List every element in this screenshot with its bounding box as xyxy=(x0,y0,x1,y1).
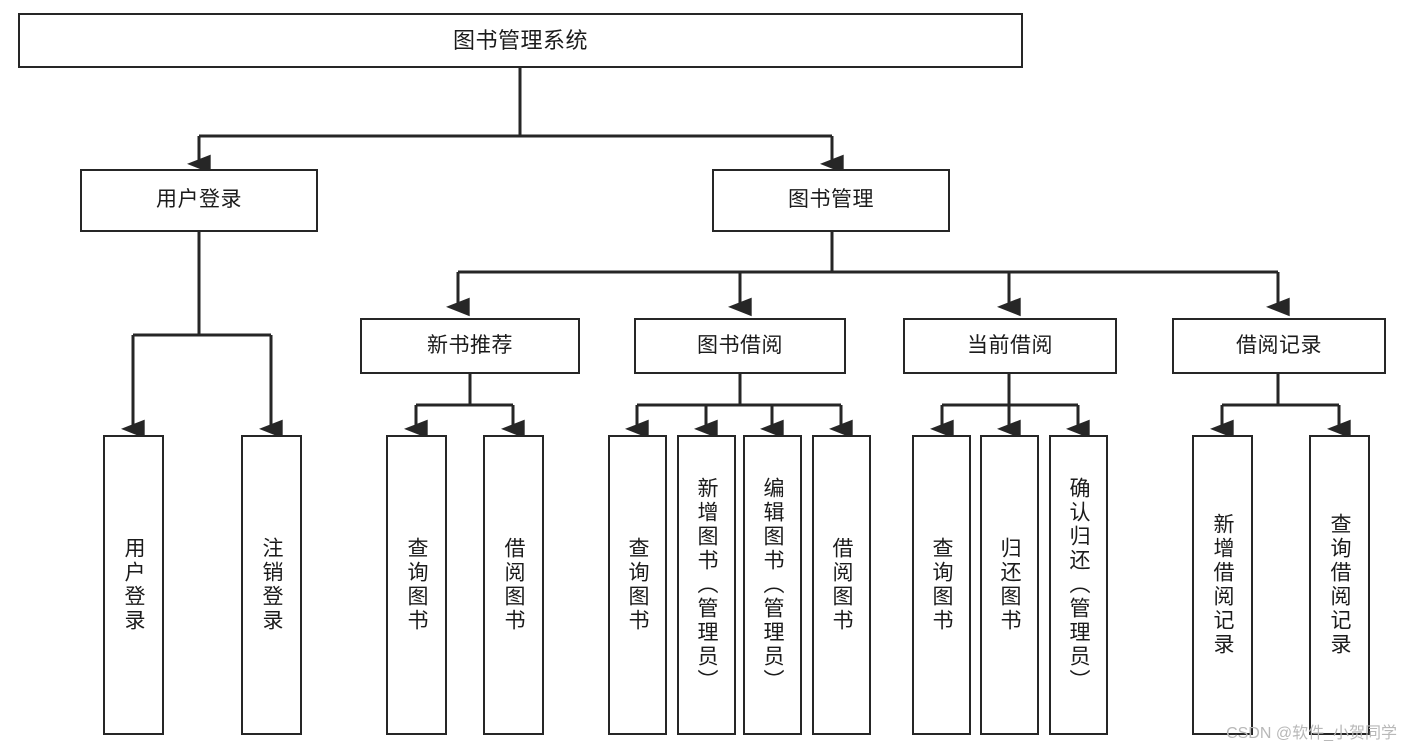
node-user-login[interactable]: 用户登录 xyxy=(80,169,318,232)
node-label: 查询借阅记录 xyxy=(1328,513,1351,657)
leaf-logout[interactable]: 注销登录 xyxy=(241,435,302,735)
node-book-borrow[interactable]: 图书借阅 xyxy=(634,318,846,374)
node-current-borrow[interactable]: 当前借阅 xyxy=(903,318,1117,374)
node-label: 注销登录 xyxy=(260,537,283,633)
node-label: 新增借阅记录 xyxy=(1211,513,1234,657)
node-book-management[interactable]: 图书管理 xyxy=(712,169,950,232)
leaf-edit-book-admin[interactable]: 编辑图书（管理员） xyxy=(743,435,802,735)
leaf-return-books[interactable]: 归还图书 xyxy=(980,435,1039,735)
node-borrow-record[interactable]: 借阅记录 xyxy=(1172,318,1386,374)
node-new-book-recommend[interactable]: 新书推荐 xyxy=(360,318,580,374)
leaf-confirm-return-admin[interactable]: 确认归还（管理员） xyxy=(1049,435,1108,735)
node-label: 借阅图书 xyxy=(830,537,853,633)
leaf-borrow-books[interactable]: 借阅图书 xyxy=(812,435,871,735)
leaf-query-books-borrow[interactable]: 查询图书 xyxy=(608,435,667,735)
leaf-user-login[interactable]: 用户登录 xyxy=(103,435,164,735)
leaf-query-books-recommend[interactable]: 查询图书 xyxy=(386,435,447,735)
leaf-add-borrow-record[interactable]: 新增借阅记录 xyxy=(1192,435,1253,735)
node-label: 当前借阅 xyxy=(967,333,1053,357)
node-label: 编辑图书（管理员） xyxy=(761,477,784,693)
leaf-query-borrow-record[interactable]: 查询借阅记录 xyxy=(1309,435,1370,735)
node-label: 确认归还（管理员） xyxy=(1067,477,1090,693)
node-label: 借阅图书 xyxy=(502,537,525,633)
leaf-query-books-current[interactable]: 查询图书 xyxy=(912,435,971,735)
leaf-borrow-books-recommend[interactable]: 借阅图书 xyxy=(483,435,544,735)
node-label: 用户登录 xyxy=(156,188,242,212)
node-label: 图书借阅 xyxy=(697,333,783,357)
node-label: 查询图书 xyxy=(405,537,428,633)
node-label: 新增图书（管理员） xyxy=(695,477,718,693)
node-root-book-management-system[interactable]: 图书管理系统 xyxy=(18,13,1023,68)
node-label: 借阅记录 xyxy=(1236,333,1322,357)
node-label: 新书推荐 xyxy=(427,333,513,357)
csdn-watermark: CSDN @软件_小贺同学 xyxy=(1226,725,1397,742)
node-label: 用户登录 xyxy=(122,537,145,633)
node-label: 归还图书 xyxy=(998,537,1021,633)
node-label: 查询图书 xyxy=(930,537,953,633)
node-label: 图书管理系统 xyxy=(452,27,588,53)
node-label: 查询图书 xyxy=(626,537,649,633)
leaf-add-book-admin[interactable]: 新增图书（管理员） xyxy=(677,435,736,735)
node-label: 图书管理 xyxy=(788,188,874,212)
